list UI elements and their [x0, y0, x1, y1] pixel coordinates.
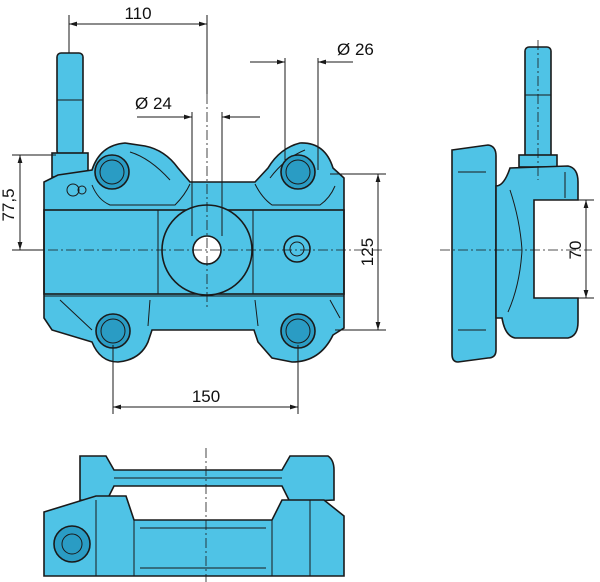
- dim-150-label: 150: [192, 387, 220, 406]
- front-view: 110 Ø 26 Ø 24 77,5 125 150: [0, 4, 386, 414]
- dim-d24-label: Ø 24: [135, 94, 172, 113]
- dim-125-label: 125: [358, 238, 377, 266]
- bottom-view: [43, 448, 345, 582]
- side-view: 70: [440, 40, 594, 363]
- dim-110-label: 110: [124, 4, 151, 23]
- bottom-top-frame: [79, 455, 335, 503]
- hole-top-right: [280, 154, 316, 190]
- hole-top-left: [94, 154, 130, 190]
- dim-d26-label: Ø 26: [337, 40, 374, 59]
- side-plate: [451, 144, 497, 363]
- logo-mark: [66, 183, 87, 197]
- hole-bottom-left: [95, 313, 131, 349]
- pin-front: [51, 52, 89, 178]
- dim-77-5-label: 77,5: [0, 188, 18, 221]
- side-body: [495, 165, 579, 339]
- hole-bottom-right: [280, 313, 316, 349]
- pin-shaft: [56, 52, 84, 156]
- grease-nipple: [283, 235, 311, 263]
- bottom-base: [43, 495, 345, 577]
- dim-70-label: 70: [566, 241, 585, 260]
